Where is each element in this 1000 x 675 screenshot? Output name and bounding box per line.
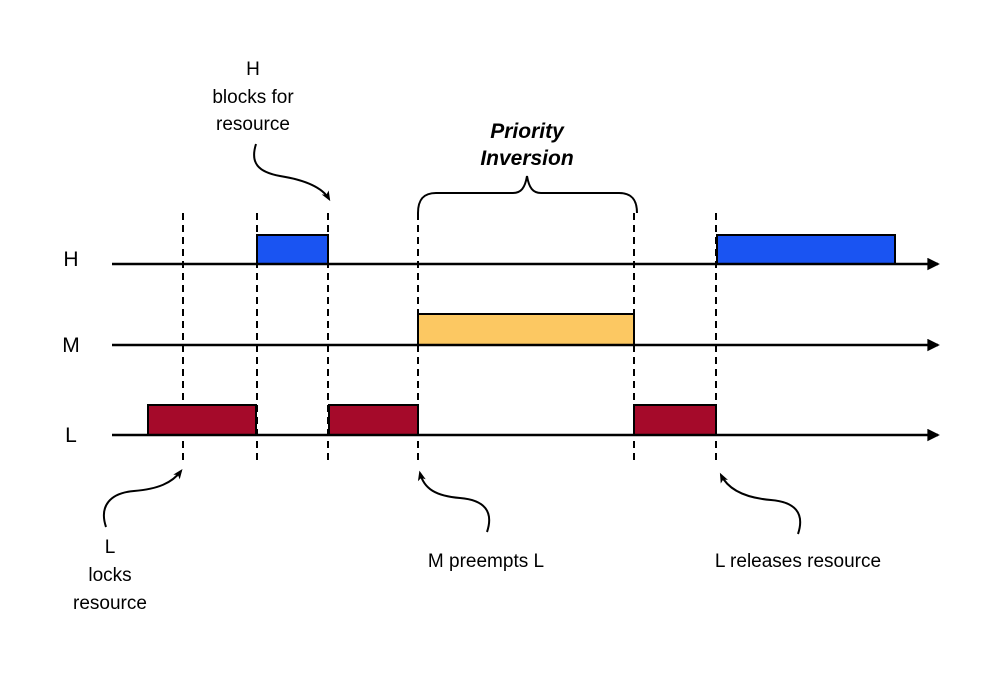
l-locks-arrow (103, 469, 183, 528)
priority-inversion-title-line2: Inversion (480, 147, 573, 170)
l-task-bar-2 (328, 404, 419, 436)
priority-inversion-brace (417, 175, 638, 214)
l-locks-label-line1: L (105, 537, 116, 558)
h-task-bar-2 (716, 234, 896, 265)
h-blocks-label-line1: H (246, 59, 260, 80)
m-preempts-label: M preempts L (428, 551, 544, 572)
row-label-low: L (65, 424, 77, 447)
l-locks-label-line3: resource (73, 593, 147, 614)
h-task-bar-1 (256, 234, 329, 265)
h-blocks-arrow (253, 143, 331, 202)
h-blocks-label-line2: blocks for (212, 87, 294, 108)
m-preempts-arrow (417, 470, 491, 533)
priority-inversion-title-line1: Priority (490, 120, 565, 143)
l-locks-label-line2: locks (88, 565, 131, 586)
row-label-high: H (63, 248, 78, 271)
l-releases-label: L releases resource (715, 551, 881, 572)
m-task-bar (417, 313, 635, 346)
l-task-bar-3 (633, 404, 717, 436)
l-releases-arrow (719, 472, 802, 535)
row-label-medium: M (62, 334, 80, 357)
l-task-bar-1 (147, 404, 257, 436)
h-blocks-label-line3: resource (216, 114, 290, 135)
